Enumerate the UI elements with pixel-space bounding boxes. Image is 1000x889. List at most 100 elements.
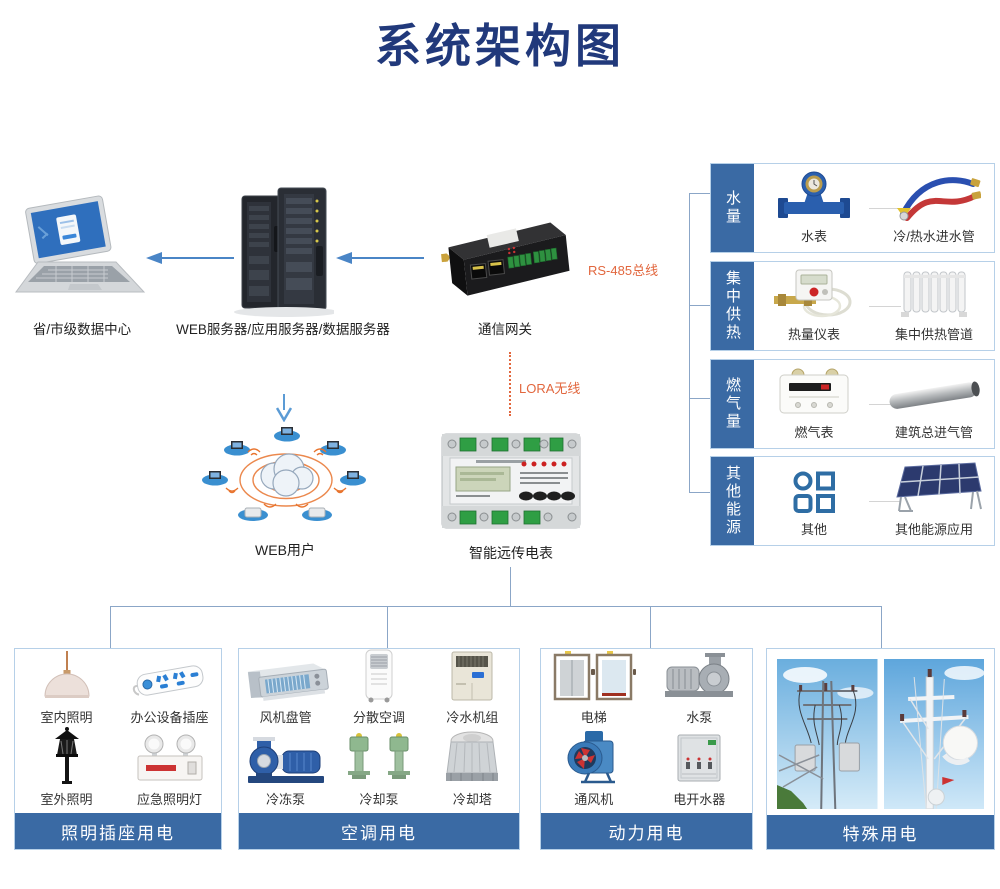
group-item: 应急照明灯 [118, 731, 221, 813]
item-label: 室内照明 [40, 710, 93, 725]
item-connector [869, 306, 901, 307]
ship-mast-photo [883, 659, 984, 809]
water-meter-icon [776, 166, 852, 222]
laptop-icon [15, 195, 146, 293]
group-item: 电开水器 [647, 731, 753, 813]
gas-tab: 燃气量 [711, 360, 754, 448]
bracket-line [689, 193, 690, 493]
group-item: 冷水机组 [426, 649, 519, 731]
vent-fan-icon [559, 731, 629, 785]
item-label: 冷水机组 [446, 710, 499, 725]
radiator-icon [899, 264, 969, 320]
group-power: 电梯 水泵 [540, 648, 753, 850]
gateway-label: 通信网关 [478, 322, 532, 337]
group-item: 室内照明 [15, 649, 118, 731]
group-item: 室外照明 [15, 727, 118, 813]
lora-label: LORA无线 [519, 381, 581, 396]
bracket-stub [689, 492, 711, 493]
item-label: 室外照明 [40, 792, 93, 807]
server-rack-icon [234, 187, 334, 317]
water-pump-icon [661, 651, 737, 703]
servers-label: WEB服务器/应用服务器/数据服务器 [176, 322, 390, 337]
web-users-label: WEB用户 [255, 542, 315, 558]
group-lighting: 室内照明 [14, 648, 222, 850]
bracket-stub [689, 398, 711, 399]
power-strip-icon [129, 651, 211, 703]
panel-item: 其他能源应用 [874, 457, 994, 545]
group-item: 办公设备插座 [118, 649, 221, 731]
item-label: 其他能源应用 [894, 522, 973, 537]
item-connector [869, 501, 901, 502]
garden-lamp-icon [42, 727, 92, 785]
item-label: 集中供热管道 [894, 327, 973, 342]
item-connector [869, 404, 901, 405]
item-label: 其他 [800, 522, 827, 537]
water-boiler-icon [670, 733, 728, 785]
item-label: 冷冻泵 [266, 792, 306, 807]
panel-item: 燃气表 [754, 360, 874, 448]
panel-item: 建筑总进气管 [874, 360, 994, 448]
data-center-label: 省/市级数据中心 [32, 322, 132, 337]
panel-item: 冷/热水进水管 [874, 164, 994, 252]
other-energy-tab: 其他能源 [711, 457, 754, 545]
item-label: 应急照明灯 [136, 792, 202, 807]
heat-meter-icon [772, 264, 856, 320]
arrow-down-icon [276, 394, 292, 422]
item-label: 冷/热水进水管 [893, 229, 975, 244]
cloud-network-icon [202, 427, 366, 521]
group-item: 冷却泵 [332, 731, 425, 813]
group-footer: 空调用电 [239, 813, 519, 849]
panel-item: 集中供热管道 [874, 262, 994, 350]
item-label: 通风机 [574, 792, 614, 807]
gas-pipe-icon [885, 362, 983, 418]
panel-row-heating: 集中供热 热量仪表 [710, 261, 995, 351]
bracket-stub [689, 305, 711, 306]
panel-row-gas: 燃气量 燃气表 [710, 359, 995, 449]
group-special: 特殊用电 [766, 648, 995, 850]
solar-panel-icon [885, 459, 983, 515]
emergency-light-icon [128, 733, 212, 785]
item-label: 冷却泵 [359, 792, 399, 807]
item-label: 办公设备插座 [130, 710, 209, 725]
tree-drop-line [110, 606, 111, 648]
panel-item: 热量仪表 [754, 262, 874, 350]
item-label: 分散空调 [352, 710, 405, 725]
lora-dashed-line [509, 352, 511, 416]
cooling-tower-icon [441, 731, 503, 785]
group-footer: 照明插座用电 [15, 813, 221, 849]
tree-drop-line [881, 606, 882, 648]
water-tab: 水量 [711, 164, 754, 252]
panel-item: 水表 [754, 164, 874, 252]
freeze-pump-icon [242, 733, 330, 785]
gas-meter-icon [774, 362, 854, 418]
tree-drop-line [387, 606, 388, 648]
item-label: 冷却塔 [452, 792, 492, 807]
group-hvac: 风机盘管 分散空调 [238, 648, 520, 850]
gateway-icon [441, 222, 570, 296]
tree-horizontal-line [110, 606, 882, 607]
item-connector [869, 208, 901, 209]
arrow-left-icon [146, 252, 234, 264]
item-label: 水泵 [686, 710, 713, 725]
power-lines-photo [777, 659, 878, 809]
fan-coil-icon [241, 651, 331, 703]
group-item: 风机盘管 [239, 649, 332, 731]
panel-item: 其他 [754, 457, 874, 545]
cooling-pump-icon [341, 733, 417, 785]
arrow-left-icon [336, 252, 424, 264]
apps-grid-icon [791, 459, 837, 515]
pendant-lamp-icon [37, 651, 97, 703]
smart-meter-label: 智能远传电表 [469, 545, 553, 561]
group-item: 电梯 [541, 649, 647, 731]
tree-trunk-line [510, 567, 511, 606]
heating-tab: 集中供热 [711, 262, 754, 350]
group-item: 冷冻泵 [239, 731, 332, 813]
item-label: 热量仪表 [787, 327, 840, 342]
water-hoses-icon [887, 166, 981, 222]
bracket-stub [689, 193, 711, 194]
item-label: 水表 [800, 229, 827, 244]
group-footer: 动力用电 [541, 813, 752, 849]
item-label: 电开水器 [673, 792, 726, 807]
smart-meter-icon [441, 433, 581, 529]
